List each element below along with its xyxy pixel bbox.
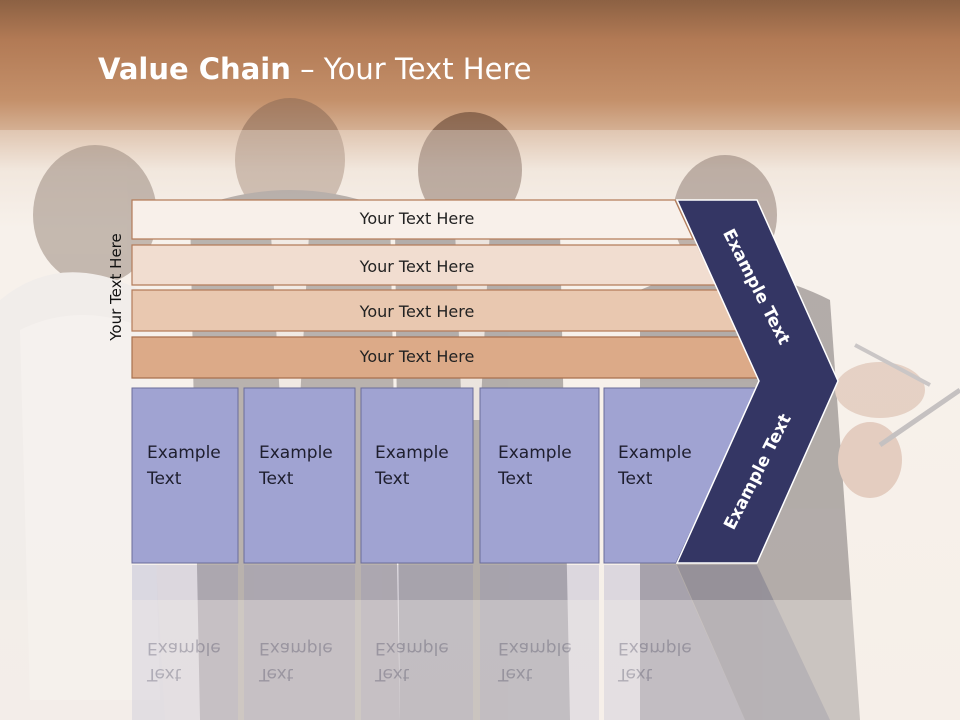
stripe-2-label: Your Text Here bbox=[359, 257, 475, 276]
text-reflection: Text Example Text Example Text Example Text… bbox=[0, 563, 960, 720]
title-bold: Value Chain bbox=[98, 52, 291, 86]
column-1-line1: Example bbox=[147, 443, 221, 463]
column-box-4 bbox=[479, 387, 600, 564]
column-5-line1: Example bbox=[618, 443, 692, 463]
reflection-3-line1: Example bbox=[375, 638, 449, 658]
column-4-line2: Text bbox=[498, 469, 533, 489]
reflection-text-3: Text Example bbox=[375, 635, 449, 687]
column-1-line2: Text bbox=[147, 469, 182, 489]
reflection-4-line1: Example bbox=[498, 638, 572, 658]
reflection-3-line2: Text bbox=[375, 664, 410, 684]
column-5-line2: Text bbox=[618, 469, 653, 489]
reflection-text-4: Text Example bbox=[498, 635, 572, 687]
reflection-text-2: Text Example bbox=[259, 635, 333, 687]
reflection-text-1: Text Example bbox=[147, 635, 221, 687]
reflection-5-line1: Example bbox=[618, 638, 692, 658]
chevron-arrow bbox=[675, 199, 839, 564]
column-box-2 bbox=[243, 387, 356, 564]
column-2-line1: Example bbox=[259, 443, 333, 463]
stripe-1 bbox=[131, 199, 694, 240]
column-4-line1: Example bbox=[498, 443, 572, 463]
reflection-text-5: Text Example bbox=[618, 635, 692, 687]
text-reflection-inner: Text Example Text Example Text Example Text… bbox=[0, 563, 960, 720]
reflection-2-line1: Example bbox=[259, 638, 333, 658]
title-rest: – Your Text Here bbox=[290, 52, 532, 86]
reflection-1-line2: Text bbox=[147, 664, 182, 684]
column-2-line2: Text bbox=[259, 469, 294, 489]
column-box-5 bbox=[603, 387, 759, 564]
diagram-reflection bbox=[132, 565, 830, 720]
reflection-2-line2: Text bbox=[259, 664, 294, 684]
reflection-1-line1: Example bbox=[147, 638, 221, 658]
column-box-1 bbox=[131, 387, 239, 564]
column-box-3 bbox=[360, 387, 474, 564]
reflection-4-line2: Text bbox=[498, 664, 533, 684]
reflection-5-line2: Text bbox=[618, 664, 653, 684]
column-3-line2: Text bbox=[375, 469, 410, 489]
stripe-4-label: Your Text Here bbox=[359, 347, 475, 366]
stripe-1-label: Your Text Here bbox=[359, 209, 475, 228]
stripe-3-label: Your Text Here bbox=[359, 302, 475, 321]
slide-title: Value Chain – Your Text Here bbox=[98, 52, 532, 86]
column-3-line1: Example bbox=[375, 443, 449, 463]
